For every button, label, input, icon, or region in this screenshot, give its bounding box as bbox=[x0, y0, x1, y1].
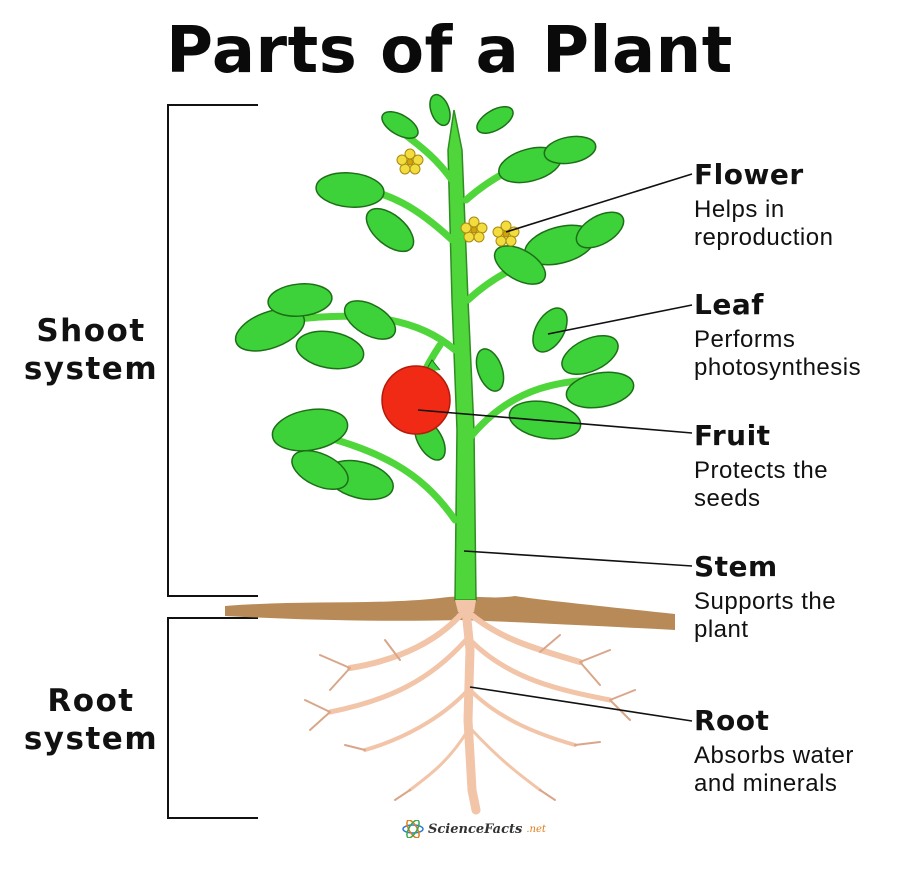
stem-base bbox=[455, 600, 476, 612]
part-name: Fruit bbox=[694, 419, 771, 452]
stem bbox=[447, 109, 477, 601]
leader-flower bbox=[505, 173, 693, 233]
part-desc-line: Performs bbox=[694, 326, 796, 353]
leader-root bbox=[469, 686, 693, 722]
atom-icon bbox=[402, 820, 424, 838]
part-desc-line: Absorbs water bbox=[694, 742, 854, 769]
shoot-bracket bbox=[167, 104, 258, 597]
part-desc-line: photosynthesis bbox=[694, 354, 862, 381]
part-desc-line: reproduction bbox=[694, 224, 834, 251]
part-desc-line: Helps in bbox=[694, 196, 785, 223]
leader-stem bbox=[463, 550, 693, 567]
part-fruit: Fruit Protects the seeds bbox=[694, 419, 899, 513]
part-stem: Stem Supports the plant bbox=[694, 550, 899, 644]
part-desc-line: and minerals bbox=[694, 770, 838, 797]
leader-leaf bbox=[547, 304, 693, 335]
logo-text: ScienceFacts bbox=[428, 821, 523, 837]
part-desc-line: seeds bbox=[694, 485, 761, 512]
page-title: Parts of a Plant bbox=[166, 14, 733, 88]
leaves bbox=[234, 93, 635, 501]
part-name: Root bbox=[694, 704, 770, 737]
root-bracket bbox=[167, 617, 258, 819]
leader-fruit bbox=[417, 409, 693, 434]
logo-suffix: .net bbox=[526, 823, 546, 835]
part-desc-line: plant bbox=[694, 616, 749, 643]
part-desc-line: Supports the bbox=[694, 588, 837, 615]
part-leaf: Leaf Performs photosynthesis bbox=[694, 288, 899, 382]
sciencefacts-logo: ScienceFacts .net bbox=[402, 820, 546, 838]
part-name: Stem bbox=[694, 550, 778, 583]
leader-lines bbox=[417, 173, 693, 722]
part-name: Flower bbox=[694, 158, 804, 191]
part-desc-line: Protects the bbox=[694, 457, 829, 484]
part-name: Leaf bbox=[694, 288, 764, 321]
soil-band bbox=[225, 596, 675, 630]
part-root: Root Absorbs water and minerals bbox=[694, 704, 899, 798]
part-flower: Flower Helps in reproduction bbox=[694, 158, 899, 252]
roots bbox=[304, 595, 636, 815]
fruit bbox=[381, 359, 451, 435]
